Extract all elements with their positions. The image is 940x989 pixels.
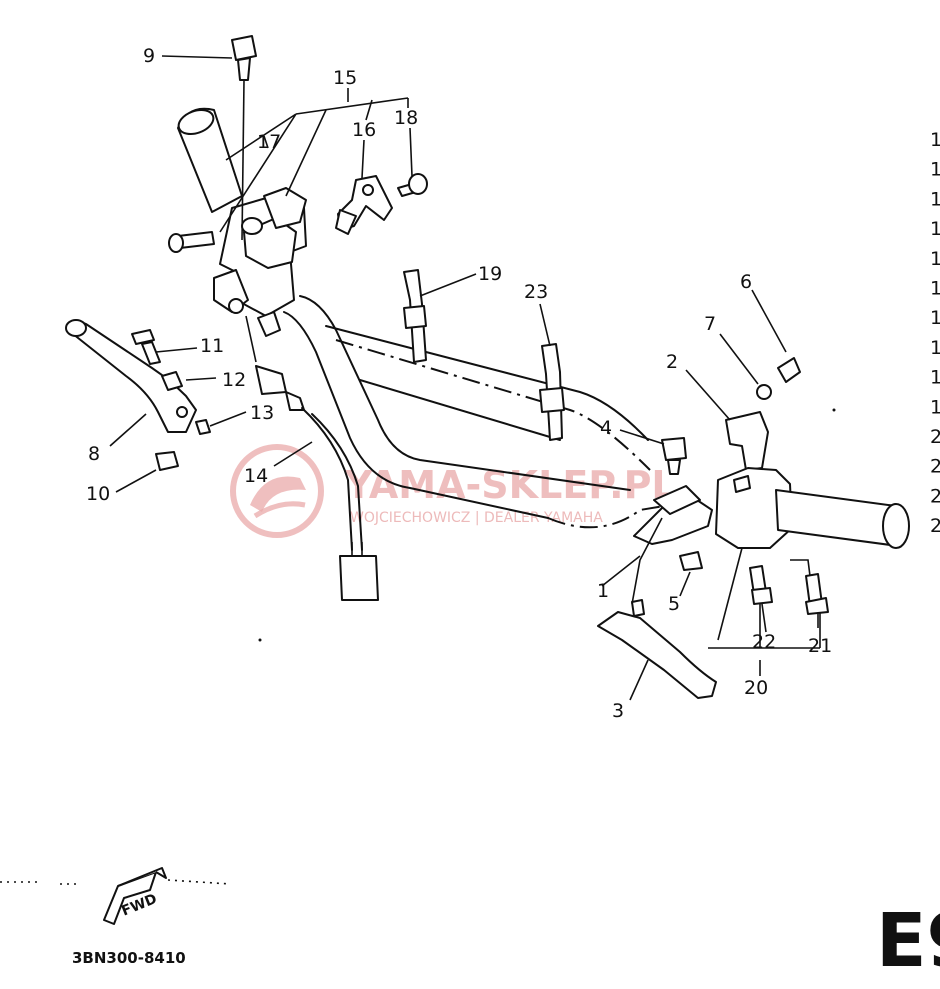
callout-19: 19 xyxy=(478,263,502,285)
callout-11: 11 xyxy=(200,335,224,357)
callout-10: 10 xyxy=(86,483,110,505)
handlebar xyxy=(177,107,701,529)
part-11-bolt xyxy=(131,329,161,365)
side-list-item: 2 xyxy=(930,456,940,478)
part-20-throttle-housing xyxy=(715,467,910,641)
part-21-screw xyxy=(805,573,829,615)
part-3-brake-lever xyxy=(597,599,717,699)
part-14-clutch-switch xyxy=(245,315,379,601)
left-handlebar-switch xyxy=(213,187,307,337)
part-13-screw xyxy=(195,419,211,435)
callout-5: 5 xyxy=(668,593,680,615)
side-list-item: 1 xyxy=(930,367,940,389)
callout-15: 15 xyxy=(333,67,357,89)
part-1-lever-holder xyxy=(631,485,713,605)
part-8-clutch-lever xyxy=(65,319,197,433)
callout-13: 13 xyxy=(250,402,274,424)
watermark: YAMA-SKLEP.PL WOJCIECHOWICZ | DEALER YAM… xyxy=(230,444,676,538)
side-list-item: 1 xyxy=(930,396,940,418)
side-list-item: 1 xyxy=(930,307,940,329)
reference-code: 3BN300-8410 xyxy=(72,949,186,967)
side-list-item: 1 xyxy=(930,337,940,359)
watermark-subtitle: WOJCIECHOWICZ | DEALER YAMAHA xyxy=(350,510,603,526)
callout-7: 7 xyxy=(704,313,716,335)
callout-4: 4 xyxy=(600,417,612,439)
side-list-item: 1 xyxy=(930,159,940,181)
callout-18: 18 xyxy=(394,107,418,129)
side-list-item: 1 xyxy=(930,248,940,270)
callout-1: 1 xyxy=(597,580,609,602)
callout-2: 2 xyxy=(666,351,678,373)
side-list: 1 1 1 1 1 1 1 1 1 1 2 2 2 2 xyxy=(930,129,940,537)
part-7-washer xyxy=(756,384,772,400)
callout-6: 6 xyxy=(740,271,752,293)
part-19-cable-tie xyxy=(403,269,427,363)
part-17-screw xyxy=(168,231,215,253)
part-22-screw xyxy=(749,565,773,605)
fwd-arrow: FWD xyxy=(0,867,231,925)
part-16-clamp xyxy=(335,175,393,235)
part-12-collar xyxy=(161,371,183,391)
part-9-bolt xyxy=(231,35,257,241)
callout-8: 8 xyxy=(88,443,100,465)
callout-9: 9 xyxy=(143,45,155,67)
callout-17: 17 xyxy=(257,131,281,153)
callout-12: 12 xyxy=(222,369,246,391)
page-code: E9 xyxy=(876,898,940,984)
side-list-item: 1 xyxy=(930,188,940,210)
callout-22: 22 xyxy=(752,631,776,653)
callout-20: 20 xyxy=(744,677,768,699)
part-5-nut xyxy=(679,551,703,571)
side-list-item: 1 xyxy=(930,218,940,240)
part-18-screw xyxy=(397,173,428,197)
part-23-cable-tie xyxy=(539,343,565,441)
callout-14: 14 xyxy=(244,465,268,487)
side-list-item: 2 xyxy=(930,485,940,507)
callout-21: 21 xyxy=(808,635,832,657)
side-list-item: 1 xyxy=(930,278,940,300)
side-list-item: 2 xyxy=(930,515,940,537)
part-2-holder-cap xyxy=(725,411,769,471)
part-6-screw xyxy=(777,357,801,383)
callout-23: 23 xyxy=(524,281,548,303)
leader-lines xyxy=(109,55,821,701)
side-list-item: 2 xyxy=(930,426,940,448)
part-4-bolt xyxy=(661,437,687,475)
side-list-item: 1 xyxy=(930,129,940,151)
callout-3: 3 xyxy=(612,700,624,722)
part-10-nut xyxy=(155,451,179,471)
callout-16: 16 xyxy=(352,119,376,141)
watermark-title: YAMA-SKLEP.PL xyxy=(344,463,676,507)
callout-labels: 1 2 3 4 5 6 7 8 9 10 11 12 13 14 15 16 1… xyxy=(86,45,832,722)
